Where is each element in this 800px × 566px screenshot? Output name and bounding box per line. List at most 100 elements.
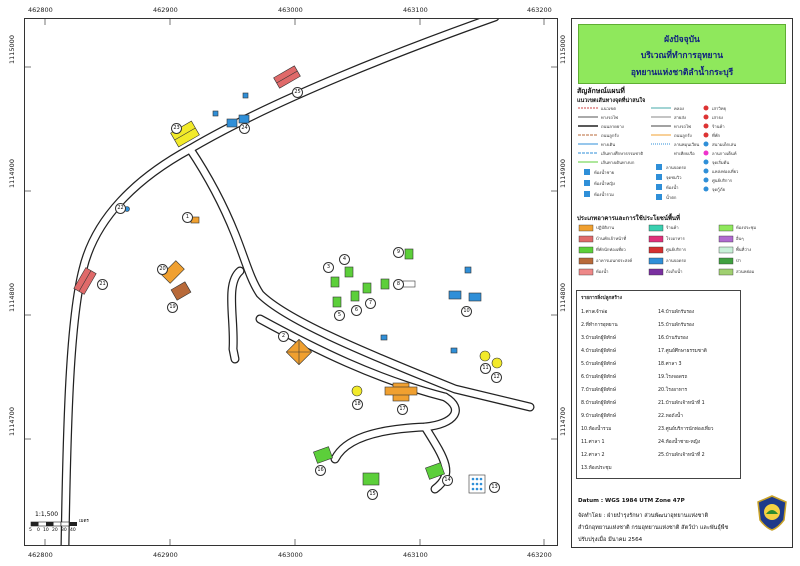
place-item: 11.ศาลา 1 [581,440,605,445]
place-item: 22.หอถังน้ำ [658,414,683,419]
marker-17[interactable]: 17 [397,404,408,415]
legend-item: คลอง [674,106,684,111]
marker-4[interactable]: 4 [339,254,350,265]
landuse-item: ห้องประชุม [736,225,757,230]
road-network [60,12,535,550]
marker-5[interactable]: 5 [334,310,345,321]
legend-item: ลานหมุนเวียน [674,142,700,147]
place-item: 14.บ้านพักรับรอง [658,310,695,315]
title-line-2: บริเวณที่ทำการอุทยาน [640,51,724,61]
landuse-heading: ประเภทอาคารและการใช้ประโยชน์พื้นที่ [577,215,680,222]
marker-18[interactable]: 18 [352,399,363,410]
office-text: สำนักอุทยานแห่งชาติ กรมอุทยานแห่งชาติ สั… [578,525,729,531]
marker-15[interactable]: 15 [367,489,378,500]
legend-item: น้ำตก [666,195,677,200]
marker-24[interactable]: 24 [239,123,250,134]
legend-item: ห้องน้ำชาย [594,170,615,175]
place-item: 13.ห้องประชุม [581,466,612,471]
building-18b [351,385,363,397]
marker-2[interactable]: 2 [278,331,289,342]
marker-1[interactable]: 1 [182,212,193,223]
legend-item: ที่พัก [712,133,721,138]
marker-20[interactable]: 20 [157,264,168,275]
place-item: 7.บ้านพักผู้พิทักษ์ [581,388,616,393]
frame-ticks [25,19,557,545]
building-15 [362,472,380,486]
marker-3[interactable]: 3 [323,262,334,273]
place-item: 8.บ้านพักผู้พิทักษ์ [581,401,616,406]
building-24 [226,114,250,128]
building-8 [380,278,390,290]
agency-seal-icon [757,495,787,531]
legend-item: ถนนลูกรัง [674,133,692,138]
marker-7[interactable]: 7 [365,298,376,309]
building-17 [384,382,418,402]
marker-21[interactable]: 21 [97,279,108,290]
place-item: 20.โรงอาหาร [658,388,688,393]
marker-11[interactable]: 11 [480,363,491,374]
legend-item: แหล่งท่องเที่ยว [712,169,739,174]
legend-item: ร้านค้า [712,124,725,129]
marker-14[interactable]: 14 [442,475,453,486]
place-item: 25.บ้านพักเจ้าหน้าที่ 2 [658,453,705,458]
legend-item: ศูนย์บริการ [712,178,733,183]
place-item: 23.ศูนย์บริการนักท่องเที่ยว [658,427,714,432]
marker-8[interactable]: 8 [393,279,404,290]
title-line-3: อุทยานแห่งชาติลำน้ำกระบุรี [630,68,734,78]
place-item: 5.บ้านพักผู้พิทักษ์ [581,362,616,367]
marker-9[interactable]: 9 [393,247,404,258]
y-tick: 1114700 [8,407,16,436]
legend-item: ทางเดิน [601,142,616,147]
marker-10[interactable]: 10 [461,306,472,317]
landuse-item: อื่นๆ [736,236,744,241]
scale-num: 5 [29,528,32,533]
landuse-item: ป่า [736,258,742,263]
landuse-swatches [578,224,734,276]
legend-item: จุดเริ่มต้น [712,160,730,165]
place-item: 6.บ้านพักผู้พิทักษ์ [581,375,616,380]
building-4 [344,266,354,278]
place-item: 1.ศาลเจ้าพ่อ [581,310,608,315]
y-tick: 1114800 [559,283,567,312]
legend-item: ทางรถไฟ [601,115,619,120]
place-item: 2.ที่ทำการอุทยาน [581,323,618,328]
landuse-item: ปฏิบัติงาน [596,225,615,230]
marker-23[interactable]: 23 [171,123,182,134]
building-2 [285,338,313,366]
place-heading: รายการสิ่งปลูกสร้าง [581,296,622,301]
legend-item: จุดกู้ภัย [712,187,725,192]
building-6 [350,290,360,302]
place-list: รายการสิ่งปลูกสร้าง [576,290,741,479]
marker-6[interactable]: 6 [351,305,362,316]
place-item: 18.ศาลา 3 [658,362,682,367]
legend-item: สายส่ง [674,115,686,120]
map-area[interactable]: 25 23 24 22 1 21 20 19 3 4 5 6 7 8 9 10 … [24,12,558,550]
marker-22[interactable]: 22 [115,203,126,214]
legend-item: ลานกางเต็นท์ [712,151,737,156]
building-7 [362,282,372,294]
marker-13[interactable]: 13 [489,482,500,493]
marker-16[interactable]: 16 [315,465,326,476]
y-tick: 1114700 [559,407,567,436]
landuse-item: ศูนย์บริการ [666,247,687,252]
building-19 [170,281,192,301]
landuse-item: ถังเก็บน้ำ [666,269,683,274]
scale-num: 20 [52,528,58,533]
legend-item: สนามเด็กเล่น [712,142,737,147]
y-tick: 1115000 [559,35,567,64]
marker-19[interactable]: 19 [167,302,178,313]
marker-12[interactable]: 12 [491,372,502,383]
x-tick: 462900 [153,6,178,14]
building-8b [402,280,416,288]
landuse-item: ห้องน้ำ [596,269,609,274]
place-item: 9.บ้านพักผู้พิทักษ์ [581,414,616,419]
building-12 [491,357,503,369]
landuse-item: ลานจอดรถ [666,258,687,263]
legend-symbols [578,105,709,200]
place-item: 19.โรงจอดรถ [658,375,688,380]
marker-25[interactable]: 25 [292,87,303,98]
building-23 [170,120,200,148]
legend-subheading: แนวเขตเส้นทางจุดที่น่าสนใจ [577,98,646,104]
building-10b [468,292,482,302]
